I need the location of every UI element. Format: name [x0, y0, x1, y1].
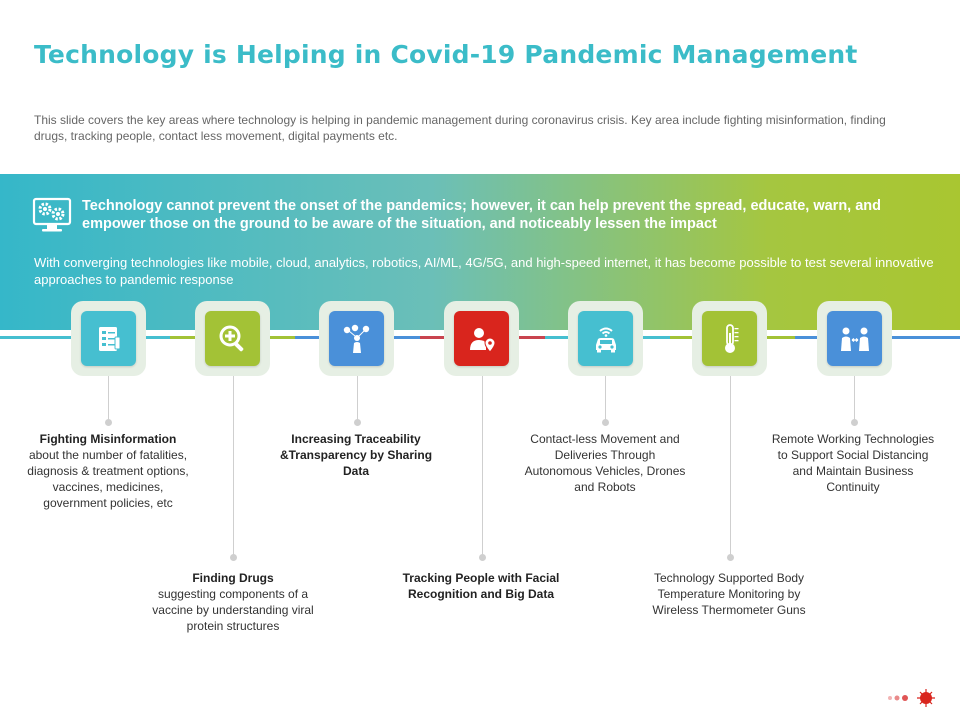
step-card-misinformation — [71, 301, 146, 376]
connector-line — [482, 366, 483, 558]
connector-dot — [727, 554, 734, 561]
slide-title: Technology is Helping in Covid-19 Pandem… — [34, 40, 858, 69]
connector-line — [233, 366, 234, 558]
connector-dot — [851, 419, 858, 426]
step-label-tracking: Tracking People with Facial Recognition … — [402, 571, 560, 601]
people-distancing-icon — [840, 327, 869, 351]
connector-line — [108, 366, 109, 423]
connector-line — [854, 366, 855, 423]
connector-line — [357, 366, 358, 423]
step-tile — [702, 311, 757, 366]
step-label-temperature: Technology Supported Body Temperature Mo… — [652, 571, 806, 617]
document-checklist-icon — [98, 326, 120, 351]
step-card-tracking — [444, 301, 519, 376]
connector-dot — [105, 419, 112, 426]
gears-monitor-icon — [32, 197, 72, 232]
connector-dot — [354, 419, 361, 426]
step-tile — [827, 311, 882, 366]
thermometer-icon — [724, 323, 738, 353]
step-label-contactless: Contact-less Movement and Deliveries Thr… — [524, 432, 686, 494]
step-tile — [205, 311, 260, 366]
virus-decoration-icon — [888, 689, 935, 707]
step-tile — [329, 311, 384, 366]
step-card-temperature — [692, 301, 767, 376]
connector-line — [605, 366, 606, 423]
banner-subtext: With converging technologies like mobile… — [34, 255, 934, 287]
step-card-remote-working — [817, 301, 892, 376]
autonomous-car-icon — [595, 327, 616, 352]
step-label-traceability: Increasing Traceability &Transparency by… — [279, 432, 433, 478]
connector-dot — [230, 554, 237, 561]
banner-headline: Technology cannot prevent the onset of t… — [82, 198, 882, 232]
step-card-traceability — [319, 301, 394, 376]
connector-dot — [602, 419, 609, 426]
step-tile — [578, 311, 633, 366]
step-card-contactless — [568, 301, 643, 376]
connector-line — [730, 366, 731, 558]
magnifier-medical-icon — [219, 325, 243, 351]
person-location-icon — [469, 327, 496, 353]
person-network-icon — [343, 324, 369, 353]
slide-description: This slide covers the key areas where te… — [34, 113, 886, 143]
connector-dot — [479, 554, 486, 561]
step-label-remote-working: Remote Working Technologies to Support S… — [771, 432, 935, 494]
step-tile — [454, 311, 509, 366]
step-card-drugs — [195, 301, 270, 376]
step-tile — [81, 311, 136, 366]
